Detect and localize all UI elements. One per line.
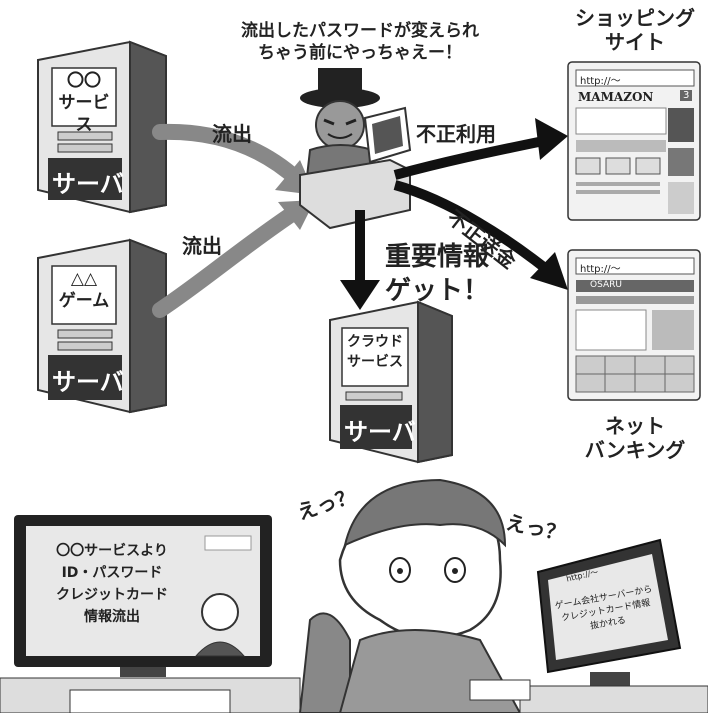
hacker-caption-line1: 流出したパスワードが変えられ bbox=[241, 21, 479, 41]
hacker-caption-line2: ちゃう前にやっちゃえー！ bbox=[258, 43, 462, 63]
tv-set bbox=[0, 515, 301, 713]
shopping-panel bbox=[567, 61, 701, 221]
game-server-label: △△ ゲーム bbox=[52, 268, 116, 312]
cloud-server-tower bbox=[329, 300, 453, 464]
cloud-server-title-line2: サービス bbox=[347, 354, 403, 370]
service-server-title-top: 〇〇 bbox=[67, 71, 101, 91]
tv-news-line2: ID・パスワード bbox=[61, 565, 163, 581]
game-server-title-top: △△ bbox=[70, 269, 98, 289]
important-info-line2: ゲット！ bbox=[384, 276, 489, 306]
banking-title-line1: ネット bbox=[605, 414, 665, 438]
tv-news-line4: 情報流出 bbox=[84, 609, 140, 625]
leak-arrow-lower bbox=[152, 202, 306, 318]
important-info-line1: 重要情報 bbox=[384, 242, 489, 272]
banking-title: ネット バンキング bbox=[562, 414, 708, 462]
leak-arrow-upper bbox=[152, 123, 306, 188]
hacker-caption: 流出したパスワードが変えられ ちゃう前にやっちゃえー！ bbox=[210, 20, 510, 64]
tv-news-text: 〇〇サービスより ID・パスワード クレジットカード 情報流出 bbox=[32, 540, 192, 628]
misuse-arrow bbox=[393, 135, 550, 180]
service-server-title-bottom: サービス bbox=[58, 93, 110, 135]
banking-url: http://～ bbox=[580, 264, 621, 275]
shopping-title-line2: サイト bbox=[605, 30, 665, 54]
cloud-server-title-line1: クラウド bbox=[347, 334, 403, 350]
misuse-label: 不正利用 bbox=[416, 122, 496, 146]
hacker-figure bbox=[299, 68, 412, 230]
tv-news-line1: 〇〇サービスより bbox=[56, 543, 168, 559]
transfer-arrow bbox=[393, 180, 554, 276]
leak-label-lower: 流出 bbox=[182, 234, 222, 258]
service-server-base-label: サーバ bbox=[52, 170, 124, 198]
game-server-title-bottom: ゲーム bbox=[58, 291, 110, 311]
shopping-title: ショッピング サイト bbox=[562, 6, 708, 54]
tv-news-line3: クレジットカード bbox=[56, 587, 168, 603]
leak-label-upper: 流出 bbox=[212, 122, 252, 146]
desk-monitor bbox=[469, 538, 708, 713]
cloud-server-base-label: サーバ bbox=[344, 418, 416, 446]
shopping-brand: MAMAZON bbox=[578, 90, 654, 104]
shopping-title-line1: ショッピング bbox=[575, 6, 695, 30]
banking-panel bbox=[567, 249, 701, 401]
game-server-base-label: サーバ bbox=[52, 368, 124, 396]
shocked-person bbox=[298, 478, 522, 713]
cloud-server-label: クラウド サービス bbox=[342, 332, 408, 372]
banking-brand: OSARU bbox=[590, 280, 622, 290]
shopping-cart-count: 3 bbox=[680, 90, 693, 101]
service-server-label: 〇〇 サービス bbox=[52, 70, 116, 136]
shopping-url: http://～ bbox=[580, 76, 621, 87]
banking-title-line2: バンキング bbox=[584, 438, 686, 462]
service-server-tower bbox=[37, 40, 167, 214]
game-server-tower bbox=[37, 238, 167, 414]
important-info-label: 重要情報 ゲット！ bbox=[372, 240, 502, 308]
